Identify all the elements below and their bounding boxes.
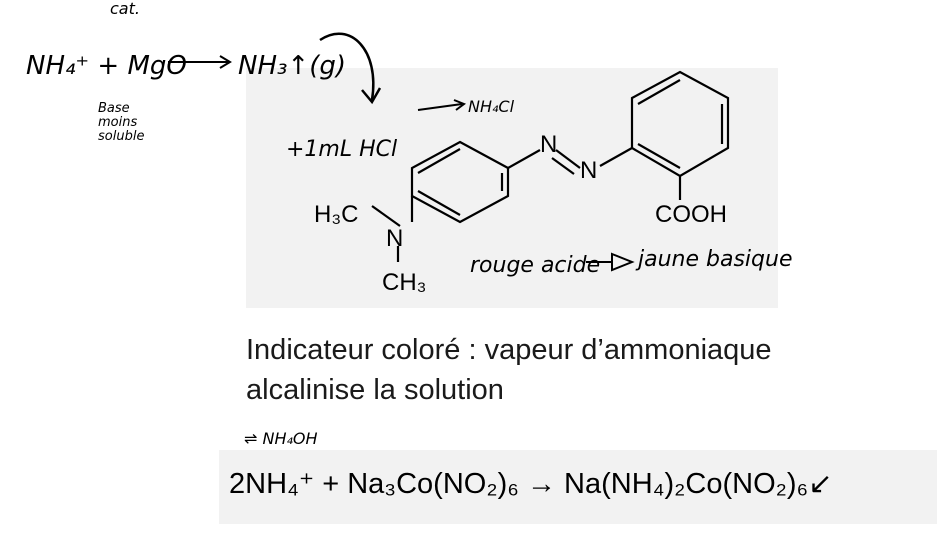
handwritten-note-moins: moins [98,115,137,130]
azo-n2: N [580,157,597,184]
ch3-label: CH₃ [382,269,426,296]
curved-arrow-head [361,87,382,105]
equation-background [219,450,937,524]
precipitation-equation: 2NH₄⁺ + Na₃Co(NO₂)₆ → Na(NH₄)₂Co(NO₂)₆↙ [229,468,833,500]
methyl-red-structure [371,70,730,262]
handwritten-nh4cl: NH₄Cl [468,97,515,116]
handwritten-note-soluble: soluble [98,129,144,144]
handwritten-jaune-basique: jaune basique [635,247,792,272]
handwritten-note-base: Base [98,101,130,116]
handwritten-rouge-acide: rouge acide [470,253,600,278]
handwritten-add-hcl: +1mL HCl [286,137,397,162]
handwritten-cat: cat. [110,0,140,18]
cooh-label: COOH [655,201,727,228]
molecule-panel [246,68,778,308]
benzene-ring-left [410,140,510,224]
hcl-arrow [417,103,463,111]
benzene-ring-right [630,70,730,178]
caption-line-1: Indicateur coloré : vapeur d’ammoniaque [246,334,772,366]
azo-n1: N [540,131,557,158]
caption: Indicateur coloré : vapeur d’ammoniaque … [246,330,886,410]
amine-n-label: N [386,225,403,252]
caption-line-2: alcalinise la solution [246,374,504,406]
h3c-label: H₃C [314,201,358,228]
handwritten-nh4oh: ⇌ NH₄OH [244,429,318,448]
color-change-arrow-head [611,252,635,272]
handwritten-reactants: NH₄⁺ + MgO [26,51,187,81]
hcl-arrow-head [453,99,467,111]
handwritten-product-nh3: NH₃↑(g) [238,51,346,81]
curved-arrow [319,32,375,101]
reaction-arrow-head [219,55,232,69]
